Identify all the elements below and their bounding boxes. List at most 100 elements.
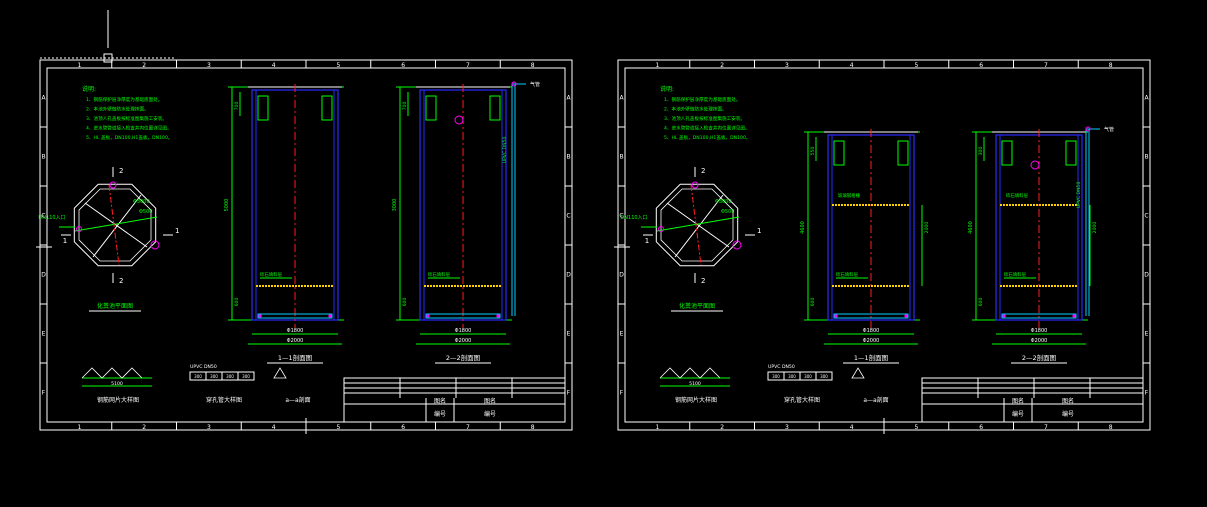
- grid-ref-bottom: 1: [77, 424, 81, 431]
- grid-ref-bottom: 3: [207, 424, 211, 431]
- detail-cell-label: 300: [772, 374, 780, 379]
- grid-ref-top: 1: [77, 62, 81, 69]
- section-cut-label: 1: [757, 227, 761, 235]
- plan-dim-text: Φ500: [139, 209, 152, 215]
- plan-manhole-circle: [150, 240, 160, 250]
- section-cut-label: 1: [175, 227, 179, 235]
- title-block-number: 编号: [1062, 410, 1074, 418]
- grid-ref-left: B: [619, 154, 623, 161]
- dim-height: 5000: [224, 199, 230, 212]
- grid-ref-bottom: 1: [655, 424, 659, 431]
- manhole-neck: [425, 95, 437, 121]
- grid-ref-bottom: 7: [1044, 424, 1048, 431]
- plan-diagonal: [666, 202, 730, 248]
- manhole-neck: [833, 140, 845, 166]
- grid-ref-left: D: [41, 272, 46, 279]
- detail-title-rebar: 钢筋网片大样图: [675, 396, 717, 404]
- manhole-neck: [1065, 140, 1077, 166]
- perforated-pipe: [1001, 313, 1077, 319]
- inlet-pipe-circle: [454, 115, 464, 125]
- plan-dim-text: Φ500: [721, 209, 734, 215]
- section-cut-label: 2: [701, 277, 705, 285]
- detail-cell-label: 300: [210, 374, 218, 379]
- manhole-neck: [321, 95, 333, 121]
- grid-ref-bottom: 7: [466, 424, 470, 431]
- note-line: 4、进水管管道接入检查井内位置详见图。: [664, 125, 750, 132]
- grid-ref-bottom: 6: [401, 424, 405, 431]
- dim-outer-diameter: Φ2000: [863, 338, 880, 344]
- plan-dim-line: [74, 216, 158, 232]
- dim-inner-diameter: Φ1800: [1031, 328, 1048, 334]
- grid-ref-top: 5: [914, 62, 918, 69]
- section-cut-label: 2: [119, 277, 123, 285]
- grid-ref-left: D: [619, 272, 624, 279]
- detail-cell-label: 300: [242, 374, 250, 379]
- detail-cell-label: 300: [226, 374, 234, 379]
- detail-title-pipe: 穿孔管大样图: [206, 396, 242, 404]
- grid-ref-right: C: [566, 213, 570, 220]
- dim-inner-diameter: Φ1800: [863, 328, 880, 334]
- dim-base: 600: [234, 298, 240, 307]
- plan-octagon-inner: [660, 188, 734, 262]
- plan-inlet-circle: [76, 226, 82, 232]
- plan-center-line: [690, 184, 702, 266]
- plan-dim-line: [656, 216, 740, 232]
- grid-ref-right: E: [1145, 331, 1149, 338]
- grid-ref-bottom: 4: [272, 424, 276, 431]
- grid-ref-top: 6: [979, 62, 983, 69]
- grating-layer-label: 砾石填料层: [1006, 192, 1029, 199]
- dim-outer-diameter: Φ2000: [455, 338, 472, 344]
- plan-manhole-circle: [732, 240, 742, 250]
- perforated-pipe: [833, 313, 909, 319]
- grid-ref-top: 8: [1109, 62, 1113, 69]
- section-title: 2—2剖面图: [1022, 353, 1056, 362]
- detail-title-pipe: 穿孔管大样图: [784, 396, 820, 404]
- plan-octagon-outer: [73, 183, 157, 267]
- plan-octagon-outer: [655, 183, 739, 267]
- detail-dim-text: 5100: [111, 381, 123, 387]
- riser-pipe-label: UPVC DN50: [1076, 182, 1082, 209]
- detail-cell-label: 300: [194, 374, 202, 379]
- section-cut-label: 1: [645, 237, 649, 245]
- dim-inner-diameter: Φ1800: [455, 328, 472, 334]
- section-cut-label: 2: [701, 167, 705, 175]
- note-line: 5、HL 盖板，DN100,H1盖板，DN100。: [86, 134, 172, 141]
- dim-top: 700: [234, 102, 240, 111]
- manhole-neck: [257, 95, 269, 121]
- dim-outer-diameter: Φ2000: [287, 338, 304, 344]
- detail-title-rebar: 钢筋网片大样图: [97, 396, 139, 404]
- note-line: 5、HL 盖板，DN100,H1盖板，DN100。: [664, 134, 750, 141]
- manhole-neck: [1001, 140, 1013, 166]
- dim-base: 600: [402, 298, 408, 307]
- dim-top: 700: [402, 102, 408, 111]
- inlet-pipe-circle: [1030, 160, 1040, 170]
- note-line: 2、本池外壁做防水处理抹面。: [86, 106, 149, 113]
- detail-title-section: a—a剖面: [863, 396, 888, 404]
- pipe-node: [328, 314, 332, 318]
- pipe-node: [834, 314, 838, 318]
- plan-inlet-circle: [658, 226, 664, 232]
- plan-diagonal: [84, 202, 148, 248]
- perforated-pipe-cell: [815, 371, 833, 381]
- vent-node: [1085, 126, 1091, 132]
- grid-ref-right: B: [566, 154, 570, 161]
- grid-ref-right: D: [566, 272, 571, 279]
- section-title: 2—2剖面图: [446, 353, 480, 362]
- dim-right: 2000: [924, 222, 930, 234]
- grid-ref-bottom: 6: [979, 424, 983, 431]
- riser-pipe-label: UPVC DN50: [502, 137, 508, 164]
- grid-ref-left: A: [41, 95, 46, 102]
- grid-ref-right: A: [566, 95, 571, 102]
- plan-dim-text: Φ3000: [715, 199, 732, 205]
- note-line: 1、钢筋保护层净厚度为基础底面处。: [664, 96, 740, 103]
- detail-cell-label: 300: [788, 374, 796, 379]
- rebar-zigzag: [81, 367, 143, 379]
- dim-top: 300: [978, 147, 984, 156]
- plan-octagon-inner: [78, 188, 152, 262]
- plan-inlet-label: DN110入口: [620, 215, 647, 221]
- grid-ref-bottom: 5: [336, 424, 340, 431]
